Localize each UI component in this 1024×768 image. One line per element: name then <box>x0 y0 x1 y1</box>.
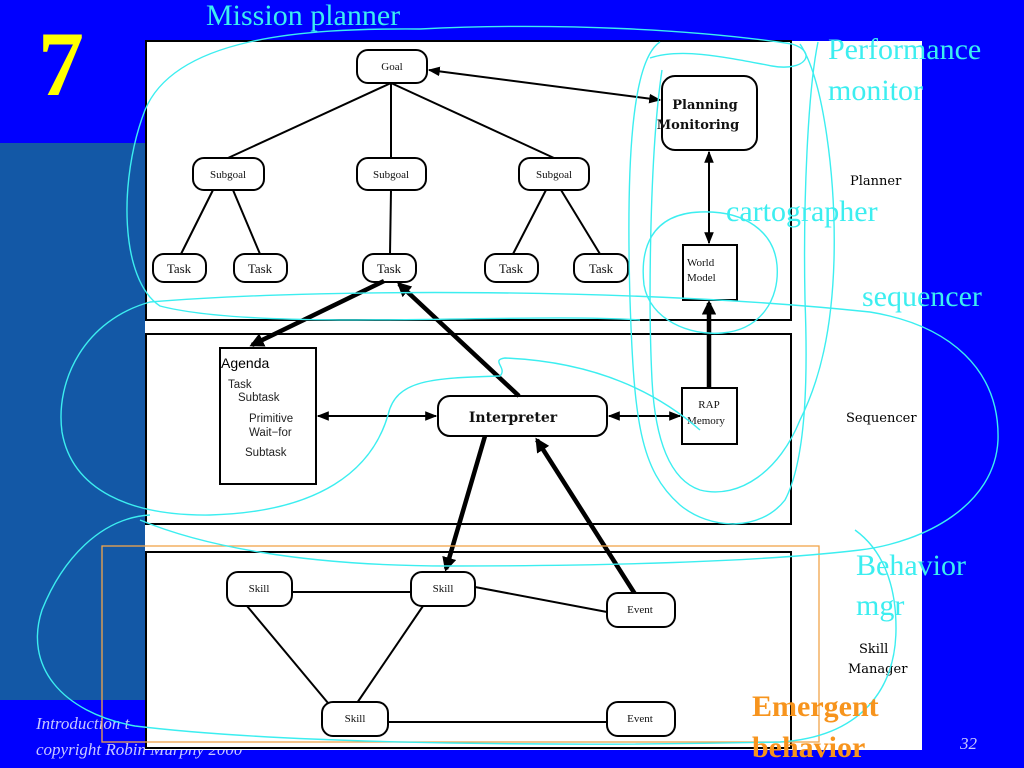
side-band <box>0 143 146 700</box>
sequencer-frame <box>145 333 792 525</box>
interpreter-node: Interpreter <box>437 395 608 437</box>
skill-label: Skill <box>249 583 270 595</box>
emergent-behavior-box <box>101 545 820 743</box>
event-node-1: Event <box>606 592 676 628</box>
sequencer-loop-right <box>139 311 999 567</box>
agenda-title: Agenda <box>221 355 269 371</box>
slide-number: 7 <box>38 13 84 115</box>
performance-monitor-loop-inner <box>649 43 835 493</box>
cartographer-loop <box>642 211 778 335</box>
planning-monitoring-node: Planning Monitoring <box>657 75 758 151</box>
edge-skill-2-skill-3 <box>356 605 424 704</box>
interpreter-label: Interpreter <box>469 410 558 426</box>
emergent-annotation: Emergent <box>752 690 879 723</box>
task-label: Task <box>167 261 192 276</box>
world-model-node: World Model <box>682 244 738 301</box>
edge-subgoal-2-task-3 <box>389 189 392 255</box>
task-label: Task <box>377 261 402 276</box>
edge-skill-1-skill-3 <box>246 605 329 704</box>
skill-node-3: Skill <box>321 701 389 737</box>
sequencer-label: Sequencer <box>846 411 917 426</box>
world-label: World <box>687 257 715 269</box>
event-node-2: Event <box>606 701 676 737</box>
memory-label: Memory <box>687 415 725 427</box>
skill-manager-frame <box>145 551 792 749</box>
cartographer-annotation: cartographer <box>726 195 878 228</box>
subgoal-node-2: Subgoal <box>356 157 427 191</box>
arrow-interpreter-task <box>396 282 521 398</box>
planner-frame <box>145 40 792 321</box>
behavior-emergent-annotation: behavior <box>752 731 865 764</box>
model-label: Model <box>687 272 716 284</box>
arrow-event-interpreter <box>535 437 637 596</box>
agenda-item-wait-for: Wait−for <box>249 427 292 439</box>
goal-node: Goal <box>356 49 428 84</box>
skill-node-1: Skill <box>226 571 293 607</box>
subgoal-label: Subgoal <box>373 169 409 181</box>
edge-goal-subgoal-1 <box>227 82 392 159</box>
behavior-annotation: Behavior <box>856 549 966 582</box>
task-node-2: Task <box>233 253 288 283</box>
edge-subgoal-1-task-1 <box>180 189 214 255</box>
event-label: Event <box>627 713 653 725</box>
page-number: 32 <box>960 734 977 753</box>
skill-manager-label-1: Skill <box>859 642 888 657</box>
skill-node-2: Skill <box>410 571 476 607</box>
sequencer-loop <box>60 291 871 516</box>
monitor-annotation: monitor <box>828 74 923 107</box>
skill-label: Skill <box>433 583 454 595</box>
rap-label: RAP <box>698 399 719 411</box>
sequencer-annotation: sequencer <box>862 280 982 313</box>
subgoal-label: Subgoal <box>536 169 572 181</box>
agenda-item-subtask-2: Subtask <box>245 447 287 459</box>
mission-planner-loop <box>126 28 641 321</box>
mission-planner-loop-top <box>419 25 807 68</box>
subgoal-node-1: Subgoal <box>192 157 265 191</box>
skill-label: Skill <box>345 713 366 725</box>
monitoring-label: Monitoring <box>657 118 739 133</box>
planning-label: Planning <box>672 98 738 113</box>
agenda-item-primitive: Primitive <box>249 413 293 425</box>
edge-subgoal-1-task-2 <box>232 189 261 255</box>
event-label: Event <box>627 604 653 616</box>
task-node-3: Task <box>362 253 417 283</box>
behavior-mgr-loop <box>36 514 897 745</box>
mgr-annotation: mgr <box>856 589 904 622</box>
edge-subgoal-3-task-4 <box>512 189 547 255</box>
skill-manager-label-2: Manager <box>848 662 908 677</box>
arrow-interpreter-skill <box>442 435 488 572</box>
task-label: Task <box>499 261 524 276</box>
edge-subgoal-3-task-5 <box>560 189 601 255</box>
task-label: Task <box>248 261 273 276</box>
planner-label: Planner <box>850 174 902 189</box>
rap-memory-node: RAP Memory <box>681 387 738 445</box>
agenda-item-subtask: Subtask <box>238 392 280 404</box>
task-node-1: Task <box>152 253 207 283</box>
mission-planner-annotation: Mission planner <box>206 0 400 32</box>
edge-skill-2-event-1 <box>474 586 608 613</box>
goal-label: Goal <box>381 61 402 73</box>
task-node-5: Task <box>573 253 629 283</box>
agenda-box: Agenda Task Subtask Primitive Wait−for S… <box>219 347 317 485</box>
task-label: Task <box>589 261 614 276</box>
arrow-goal-planning-monitoring <box>427 66 662 104</box>
edge-goal-subgoal-3 <box>390 82 555 159</box>
arrow-task-agenda <box>249 278 385 348</box>
subgoal-label: Subgoal <box>210 169 246 181</box>
agenda-item-task: Task <box>228 379 252 391</box>
performance-annotation: Performance <box>828 33 981 66</box>
task-node-4: Task <box>484 253 539 283</box>
performance-monitor-loop-outer <box>628 41 819 525</box>
subgoal-node-3: Subgoal <box>518 157 590 191</box>
